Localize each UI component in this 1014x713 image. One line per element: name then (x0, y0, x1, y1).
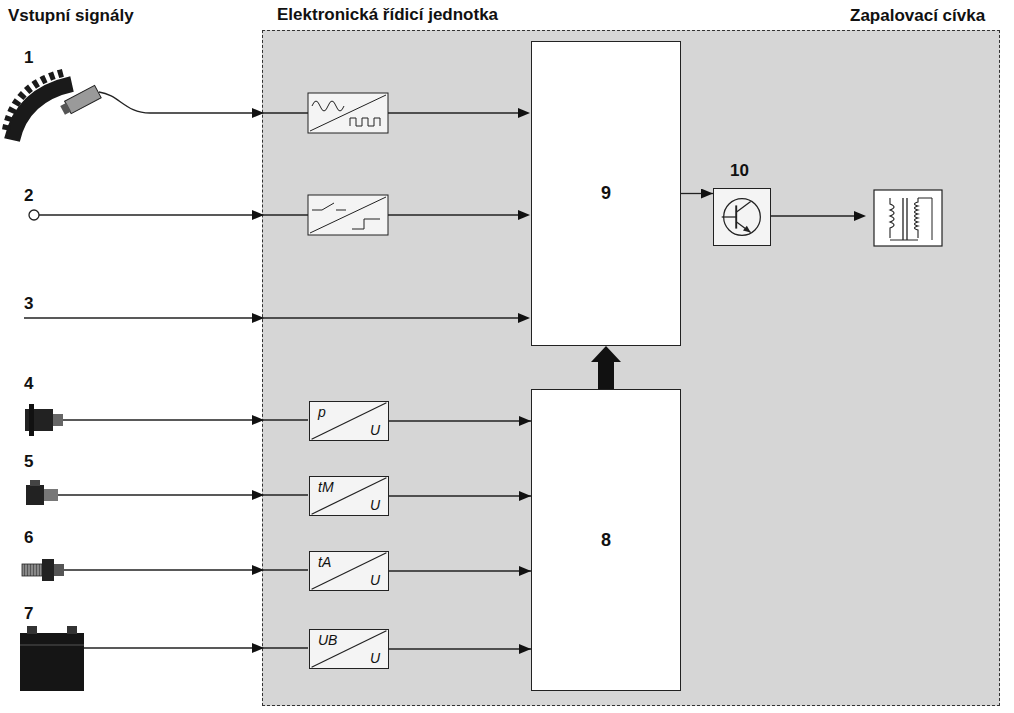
signal-arrow (389, 495, 531, 496)
ignition-coil-symbol (874, 190, 942, 246)
output-stage-box: 10 (713, 188, 771, 246)
callout-number: 6 (24, 528, 33, 548)
processing-block: 9 (531, 41, 681, 346)
signal-arrow (681, 193, 713, 194)
quantity-symbol: tM (318, 479, 334, 495)
engine-temperature-sensor-icon (26, 480, 308, 505)
callout-number: 4 (24, 374, 33, 394)
signal-line (24, 317, 524, 318)
callout-number: 2 (24, 186, 33, 206)
switch-icon (29, 210, 308, 220)
quantity-symbol: U (370, 572, 380, 588)
input-arrowheads (252, 108, 264, 653)
callout-number: 3 (24, 294, 33, 314)
column-heading: Vstupní signály (8, 6, 134, 26)
quantity-symbol: U (370, 422, 380, 438)
data-flow-arrow (591, 346, 621, 389)
processing-block: 8 (531, 389, 681, 691)
column-heading: Zapalovací cívka (850, 6, 985, 26)
quantity-symbol: U (370, 650, 380, 666)
signal-arrow (389, 648, 531, 649)
callout-number: 5 (24, 452, 33, 472)
converter-box: UB U (309, 629, 389, 669)
quantity-symbol: tA (318, 554, 331, 570)
pulse-shaper-symbol (308, 93, 530, 133)
air-temperature-sensor-icon (22, 559, 308, 581)
arrowhead (854, 211, 866, 221)
quantity-symbol: UB (318, 632, 337, 648)
battery-icon (20, 626, 308, 691)
switch-interface-symbol (308, 195, 530, 235)
signal-arrow (389, 420, 531, 421)
signal-arrow (389, 570, 531, 571)
quantity-symbol: U (370, 497, 380, 513)
box-heading: 10 (730, 161, 749, 181)
pressure-sensor-icon (25, 404, 308, 436)
output-line (771, 215, 858, 216)
block-number: 8 (601, 530, 611, 551)
converter-box: tM U (309, 476, 389, 516)
callout-number: 1 (24, 48, 33, 68)
converter-box: tA U (309, 551, 389, 591)
converter-box: pU (309, 401, 389, 441)
crankshaft-sensor-icon (6, 72, 308, 140)
quantity-symbol: p (318, 404, 326, 420)
callout-number: 7 (24, 604, 33, 624)
block-number: 9 (601, 183, 611, 204)
transistor-symbol (714, 189, 770, 245)
box-heading: Elektronická řídicí jednotka (277, 5, 498, 25)
